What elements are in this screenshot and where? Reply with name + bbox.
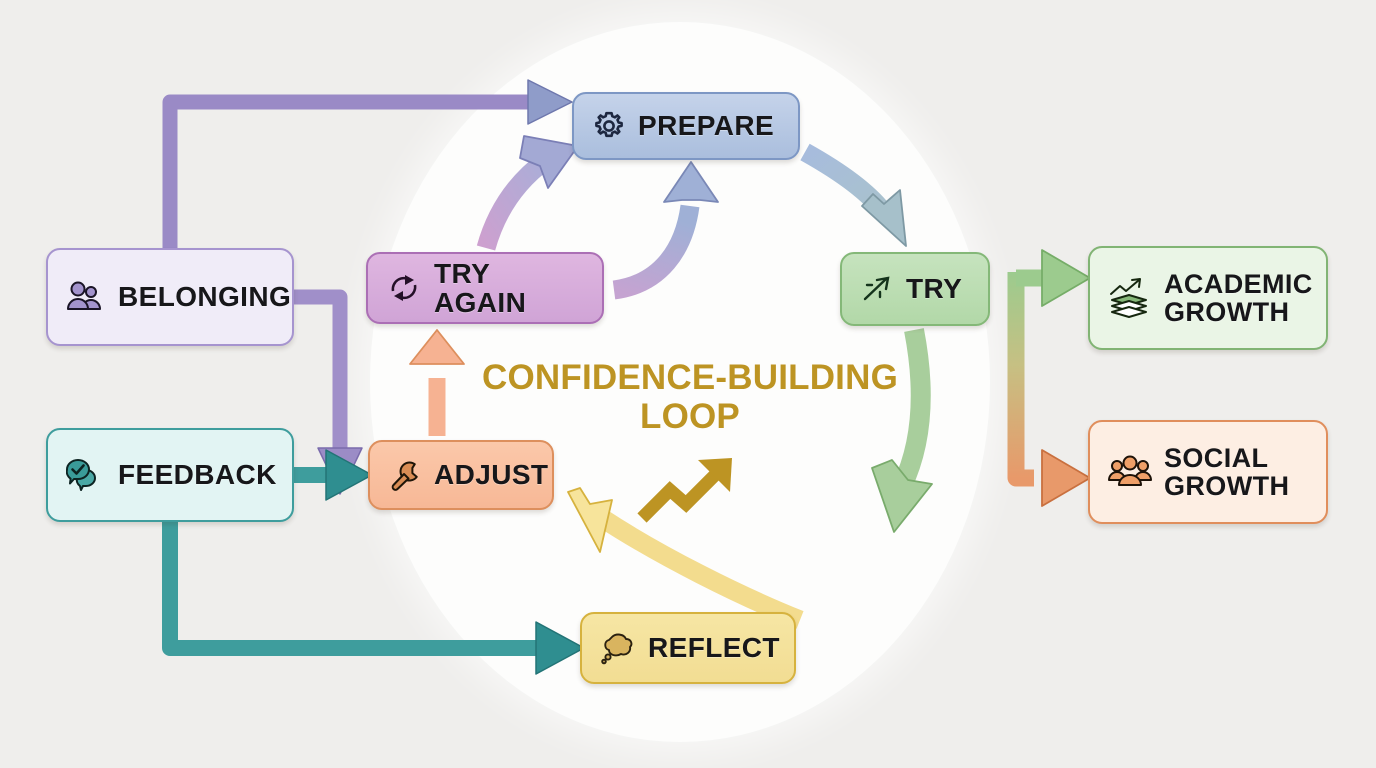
thought-bubble-icon: [601, 633, 633, 665]
people-group-icon: [1108, 455, 1152, 486]
node-label: BELONGING: [118, 281, 292, 313]
people-group-icon: [67, 281, 101, 310]
connector-adjust-to-prepare: [612, 161, 719, 300]
chat-check-icon: [66, 459, 96, 491]
trending-up-arrow-icon: [637, 458, 732, 523]
node-label: SOCIAL GROWTH: [1164, 442, 1290, 501]
node-try[interactable]: TRY: [840, 252, 990, 326]
connector-reflect-to-adjust: [567, 487, 804, 629]
node-label: REFLECT: [648, 632, 780, 664]
node-prepare[interactable]: PREPARE: [572, 92, 800, 160]
connector-prepare-to-try: [800, 143, 907, 247]
node-label: FEEDBACK: [118, 459, 277, 491]
node-adjust[interactable]: ADJUST: [368, 440, 554, 510]
refresh-cycle-icon: [391, 275, 417, 301]
node-academic-growth[interactable]: ACADEMIC GROWTH: [1088, 246, 1328, 350]
growth-arrow-icon: [863, 276, 890, 301]
node-try-again[interactable]: TRY AGAIN: [366, 252, 604, 324]
connector-adjust-to-tryagain: [409, 329, 465, 436]
node-label: ADJUST: [434, 459, 549, 491]
connector-tryagain-to-prepare: [476, 135, 579, 251]
node-label: TRY AGAIN: [434, 257, 527, 318]
node-label: ACADEMIC GROWTH: [1164, 268, 1313, 327]
connector-try-to-reflect: [871, 328, 933, 533]
node-reflect[interactable]: REFLECT: [580, 612, 796, 684]
node-label: PREPARE: [638, 110, 775, 142]
gear-icon: [595, 111, 623, 138]
connector-belonging-to-prepare: [162, 79, 573, 248]
node-social-growth[interactable]: SOCIAL GROWTH: [1088, 420, 1328, 524]
node-label: TRY: [906, 273, 963, 305]
node-belonging[interactable]: BELONGING: [46, 248, 294, 346]
connector-try-to-outcomes: [1007, 249, 1091, 507]
books-growth-icon: [1110, 278, 1147, 318]
connector-feedback-to-reflect: [162, 522, 585, 675]
wrench-icon: [391, 461, 418, 491]
center-title: CONFIDENCE-BUILDING LOOP: [481, 358, 898, 437]
connector-feedback-to-adjust: [294, 449, 373, 501]
node-feedback[interactable]: FEEDBACK: [46, 428, 294, 522]
